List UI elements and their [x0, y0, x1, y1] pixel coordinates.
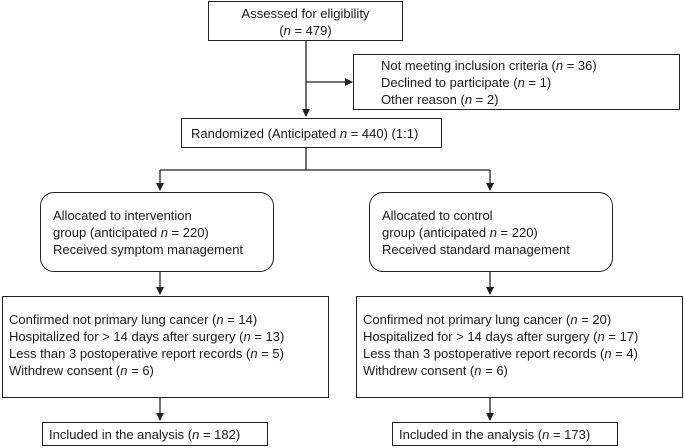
- exclusion-item: Less than 3 postoperative report records…: [363, 346, 638, 361]
- exclusion-item: Confirmed not primary lung cancer (n = 2…: [363, 312, 612, 327]
- control-treatment: Received standard management: [382, 242, 570, 257]
- control-analysis-box: Included in the analysis (n = 173): [392, 422, 618, 446]
- exclusion-item: Less than 3 postoperative report records…: [9, 346, 284, 361]
- intervention-analysis-box: Included in the analysis (n = 182): [42, 422, 268, 446]
- exclusion-item: Hospitalized for > 14 days after surgery…: [363, 329, 639, 344]
- exclusion-item: Withdrew consent (n = 6): [9, 363, 154, 378]
- randomized-label: Randomized (Anticipated n = 440) (1:1): [191, 126, 419, 141]
- control-anticipated: group (anticipated n = 220): [382, 225, 538, 240]
- exclusion-item: Withdrew consent (n = 6): [363, 363, 508, 378]
- control-exclusions-box: Confirmed not primary lung cancer (n = 2…: [356, 296, 683, 398]
- intervention-allocation-box: Allocated to intervention group (anticip…: [40, 192, 274, 272]
- pre-randomization-exclusions-box: Not meeting inclusion criteria (n = 36) …: [353, 54, 680, 110]
- eligibility-box: Assessed for eligibility (n = 479): [208, 1, 403, 41]
- intervention-title: Allocated to intervention: [53, 208, 192, 223]
- intervention-exclusions-box: Confirmed not primary lung cancer (n = 1…: [2, 296, 329, 398]
- intervention-analysis-label: Included in the analysis (n = 182): [49, 427, 241, 442]
- exclusion-item: Confirmed not primary lung cancer (n = 1…: [9, 312, 258, 327]
- control-allocation-box: Allocated to control group (anticipated …: [369, 192, 613, 272]
- intervention-treatment: Received symptom management: [53, 242, 244, 257]
- exclusion-item: Declined to participate (n = 1): [381, 75, 552, 90]
- control-title: Allocated to control: [382, 208, 493, 223]
- eligibility-title: Assessed for eligibility: [241, 6, 370, 21]
- exclusion-item: Not meeting inclusion criteria (n = 36): [381, 58, 597, 73]
- control-analysis-label: Included in the analysis (n = 173): [399, 427, 591, 442]
- intervention-anticipated: group (anticipated n = 220): [53, 225, 209, 240]
- randomized-box: Randomized (Anticipated n = 440) (1:1): [181, 118, 442, 148]
- exclusion-item: Other reason (n = 2): [381, 92, 499, 107]
- eligibility-count: (n = 479): [279, 23, 332, 38]
- exclusion-item: Hospitalized for > 14 days after surgery…: [9, 329, 285, 344]
